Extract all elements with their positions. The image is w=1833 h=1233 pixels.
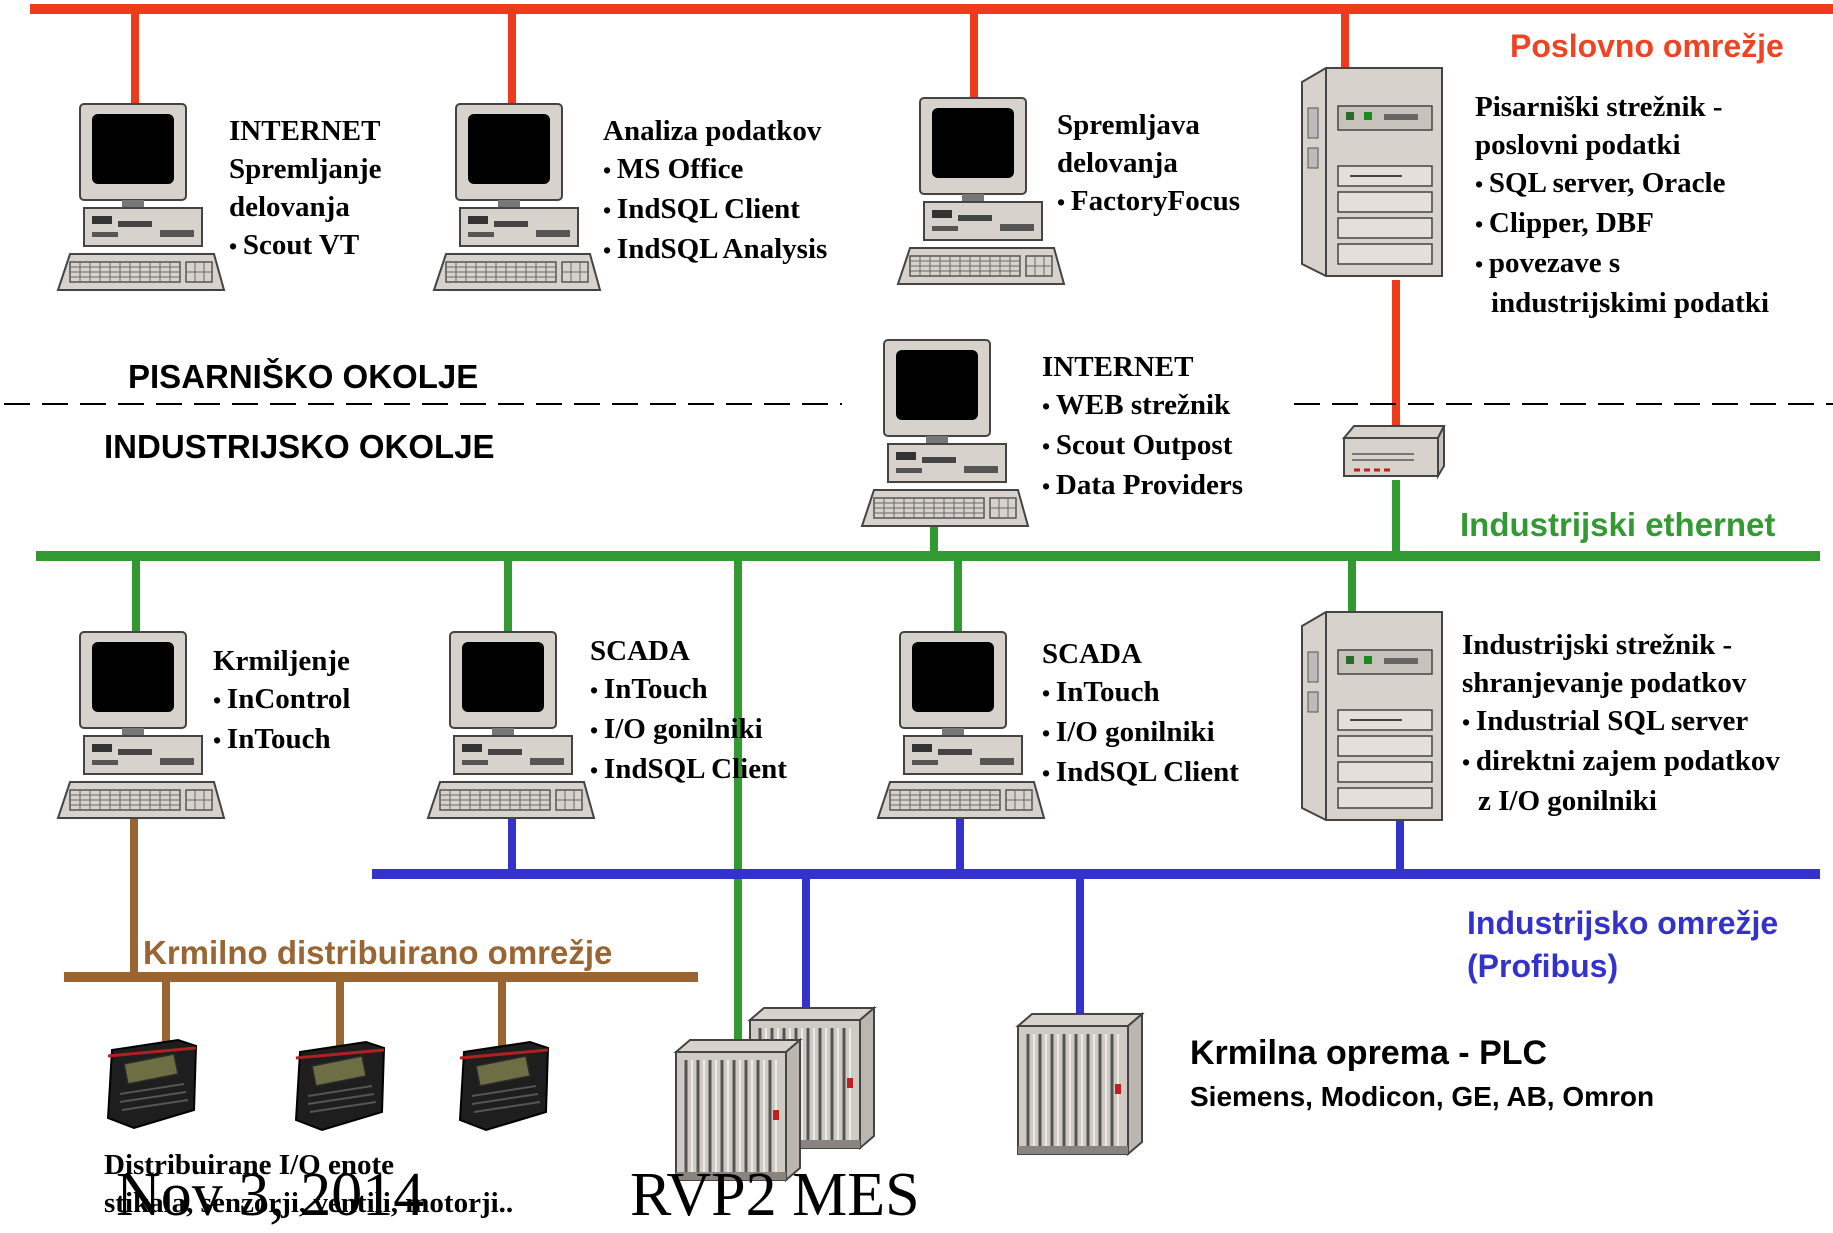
web-pc-item: Scout Outpost	[1042, 426, 1243, 466]
scada-pc-2-title: SCADA	[1042, 638, 1142, 670]
office-server-item: povezave s	[1475, 244, 1769, 284]
industrial-server-item: direktni zajem podatkov	[1462, 742, 1780, 782]
industrial-server-item-continuation: z I/O gonilniki	[1478, 785, 1657, 817]
web-pc-title: INTERNET	[1042, 351, 1194, 383]
office-pc-2-title: Analiza podatkov	[603, 115, 822, 147]
scada-pc-2-item: InTouch	[1042, 673, 1239, 713]
office-server-description: Pisarniški strežnik - poslovni podatki S…	[1475, 88, 1769, 322]
control-pc-item: InControl	[213, 680, 351, 720]
dio-title: Distribuirane I/O enote	[104, 1149, 394, 1181]
profibus-label-line1: Industrijsko omrežje	[1467, 905, 1779, 941]
scada-pc-2-item: IndSQL Client	[1042, 753, 1239, 793]
office-pc-1-description: INTERNET Spremljanje delovanja Scout VT	[229, 112, 382, 266]
web-pc-description: INTERNET WEB strežnik Scout Outpost Data…	[1042, 348, 1243, 506]
ethernet-network-label: Industrijski ethernet	[1460, 506, 1776, 543]
control-pc	[57, 631, 225, 819]
office-server-item-continuation: industrijskimi podatki	[1491, 287, 1770, 319]
scada-pc-1-description: SCADA InTouch I/O gonilniki IndSQL Clien…	[590, 632, 787, 790]
office-pc-2-item: IndSQL Client	[603, 190, 827, 230]
office-pc-1-item: Scout VT	[229, 226, 382, 266]
office-pc-2-description: Analiza podatkov MS Office IndSQL Client…	[603, 112, 827, 270]
office-pc-3-title-2: delovanja	[1057, 147, 1178, 179]
office-pc-3	[897, 97, 1065, 285]
office-server-item: Clipper, DBF	[1475, 204, 1769, 244]
office-pc-1-title-2: Spremljanje	[229, 153, 382, 185]
scada-pc-2-description: SCADA InTouch I/O gonilniki IndSQL Clien…	[1042, 635, 1239, 793]
business-network-label: Poslovno omrežje	[1510, 28, 1784, 64]
web-pc-item: WEB strežnik	[1042, 386, 1243, 426]
scada-pc-1	[427, 631, 595, 819]
footer-course: RVP2 MES	[630, 1161, 920, 1229]
office-server-item: SQL server, Oracle	[1475, 164, 1769, 204]
scada-pc-1-item: I/O gonilniki	[590, 710, 787, 750]
plc-rack-right	[1016, 1012, 1144, 1156]
industrial-server	[1301, 611, 1443, 821]
office-pc-2	[433, 103, 601, 291]
industrial-server-title-2: shranjevanje podatkov	[1462, 667, 1747, 699]
dio-unit-3	[458, 1040, 550, 1132]
network-hub	[1342, 424, 1446, 478]
dio-description: Distribuirane I/O enote stikala, senzorj…	[104, 1146, 513, 1222]
office-server-title: Pisarniški strežnik -	[1475, 91, 1723, 123]
office-pc-1-title-3: delovanja	[229, 191, 350, 223]
scada-pc-1-item: IndSQL Client	[590, 750, 787, 790]
control-pc-description: Krmiljenje InControl InTouch	[213, 642, 350, 760]
industrial-server-title: Industrijski strežnik -	[1462, 629, 1733, 661]
profibus-label-line2: (Profibus)	[1467, 948, 1619, 984]
plc-title: Krmilna oprema - PLC	[1190, 1034, 1548, 1072]
office-server-title-2: poslovni podatki	[1475, 129, 1681, 161]
web-pc	[861, 339, 1029, 527]
scada-pc-1-title: SCADA	[590, 635, 690, 667]
office-pc-3-item: FactoryFocus	[1057, 182, 1240, 222]
office-pc-2-item: MS Office	[603, 150, 827, 190]
plc-rack-front	[674, 1038, 802, 1182]
office-pc-1-title: INTERNET	[229, 115, 381, 147]
dio-subtitle: stikala, senzorji, ventili, motorji..	[104, 1187, 514, 1219]
dio-unit-2	[294, 1040, 386, 1132]
office-pc-3-description: Spremljava delovanja FactoryFocus	[1057, 106, 1240, 222]
control-pc-title: Krmiljenje	[213, 645, 350, 677]
plc-vendors: Siemens, Modicon, GE, AB, Omron	[1190, 1081, 1655, 1112]
office-pc-1	[57, 103, 225, 291]
industrial-server-description: Industrijski strežnik - shranjevanje pod…	[1462, 626, 1780, 820]
web-pc-item: Data Providers	[1042, 466, 1243, 506]
scada-pc-1-item: InTouch	[590, 670, 787, 710]
dio-unit-1	[106, 1038, 198, 1130]
industrial-server-item: Industrial SQL server	[1462, 702, 1780, 742]
scada-pc-2	[877, 631, 1045, 819]
office-pc-2-item: IndSQL Analysis	[603, 230, 827, 270]
office-pc-3-title: Spremljava	[1057, 109, 1200, 141]
control-network-label: Krmilno distribuirano omrežje	[143, 934, 613, 971]
office-zone-label: PISARNIŠKO OKOLJE	[128, 358, 479, 395]
profibus-network-label: Industrijsko omrežje (Profibus)	[1467, 902, 1778, 988]
scada-pc-2-item: I/O gonilniki	[1042, 713, 1239, 753]
office-server	[1301, 67, 1443, 277]
control-pc-item: InTouch	[213, 720, 350, 760]
footer-date: Nov 3, 2014	[116, 1161, 425, 1229]
industrial-zone-label: INDUSTRIJSKO OKOLJE	[104, 428, 495, 465]
